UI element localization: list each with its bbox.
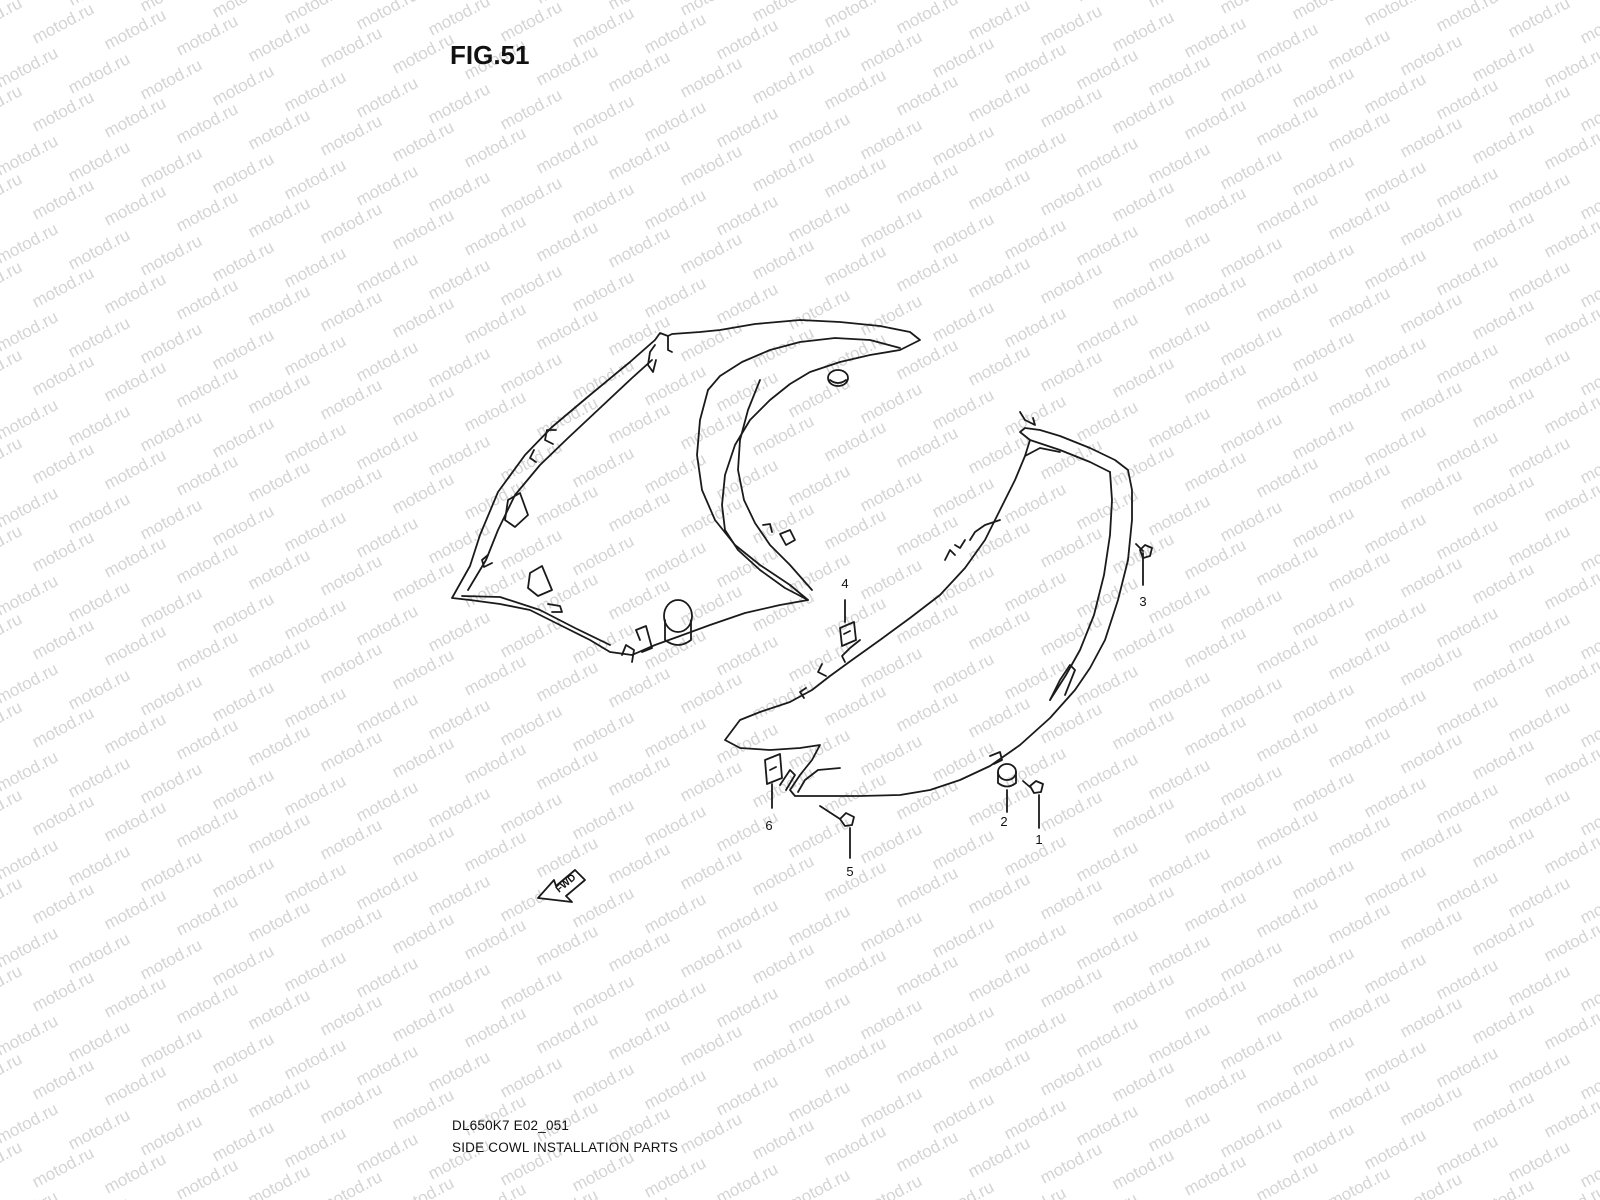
part-3-screw bbox=[1135, 543, 1153, 586]
callout-2: 2 bbox=[1000, 814, 1007, 829]
diagram-code: DL650K7 E02_051 bbox=[452, 1118, 570, 1133]
callout-4: 4 bbox=[841, 576, 848, 591]
callout-1: 1 bbox=[1035, 832, 1042, 847]
part-5-screw bbox=[819, 805, 855, 859]
part-2-grommet bbox=[997, 763, 1017, 813]
figure-title: FIG.51 bbox=[450, 40, 530, 70]
callout-3: 3 bbox=[1139, 594, 1146, 609]
part-4-clip-nut bbox=[839, 599, 857, 647]
callout-5: 5 bbox=[846, 864, 853, 879]
part-1-screw bbox=[1022, 780, 1044, 829]
fwd-arrow-icon: FWD bbox=[537, 869, 586, 903]
part-6-clip-nut bbox=[764, 753, 783, 809]
diagram-caption: SIDE COWL INSTALLATION PARTS bbox=[452, 1140, 679, 1155]
inner-side-cowl bbox=[451, 319, 921, 663]
outer-side-cowl bbox=[724, 411, 1133, 797]
callout-6: 6 bbox=[765, 818, 772, 833]
